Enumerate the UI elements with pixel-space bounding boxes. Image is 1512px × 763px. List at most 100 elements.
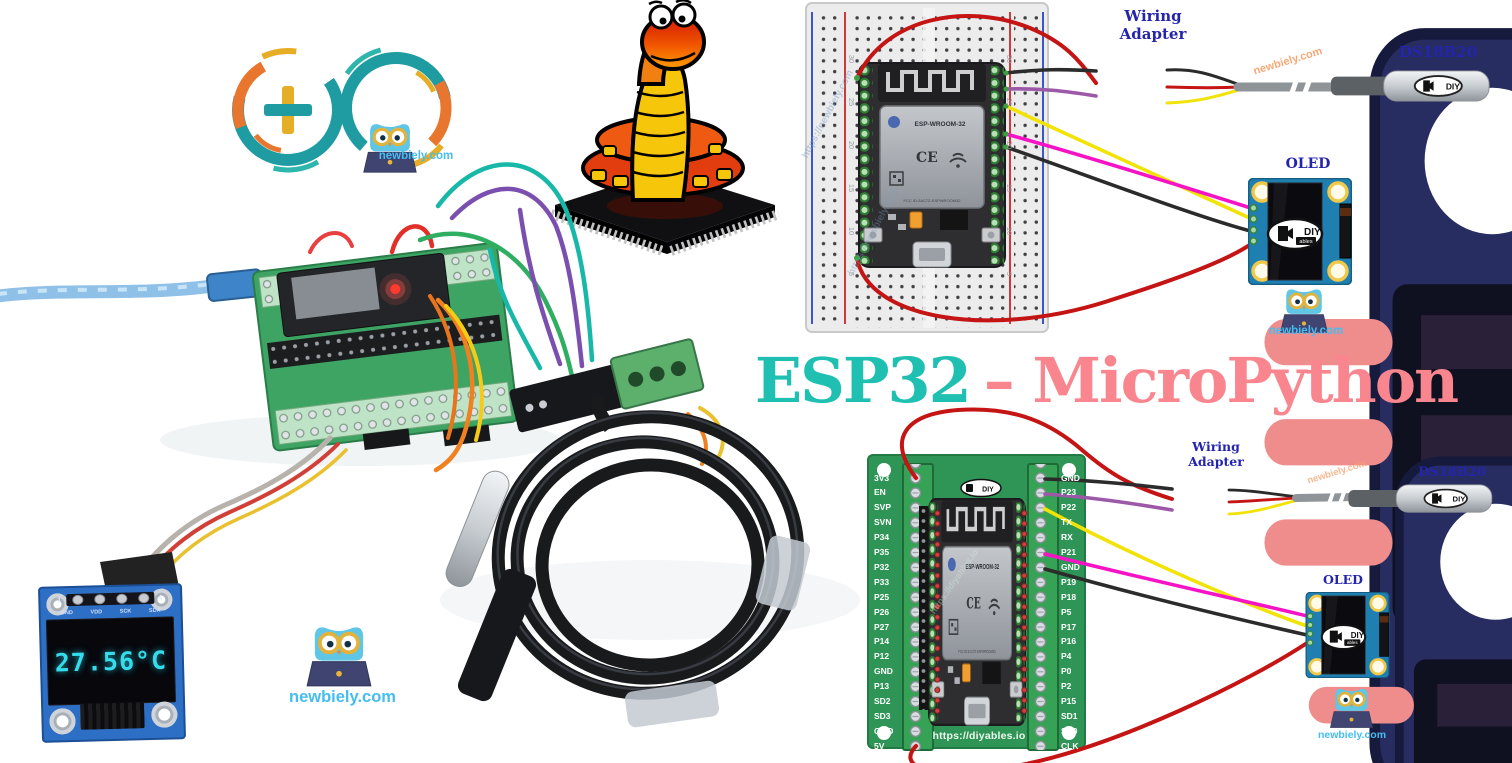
wire-black-oled-gnd [1004, 145, 1256, 234]
chip-pins [669, 209, 781, 256]
pin-label: GND [1061, 472, 1080, 483]
pin-label: EN [874, 487, 886, 498]
terminal-expansion-board-photo [251, 242, 519, 452]
breadboard-row-number: 25 [847, 97, 856, 107]
snake [581, 0, 745, 202]
breadboard-row-number: 15 [1005, 183, 1014, 193]
pin-label: P22 [1061, 502, 1077, 513]
photo-ds18b20-cable [440, 207, 860, 728]
esp32-on-breadboard [858, 62, 1006, 268]
pin-label: P35 [874, 547, 890, 558]
breadboard-row-number: 30 [847, 54, 856, 64]
pin-label: SD3 [874, 710, 891, 721]
sensor-adapter-photo [509, 338, 705, 433]
esp32-on-expansion-board [929, 499, 1026, 725]
owl-mascot-bottom [1329, 687, 1374, 729]
pin-label: P32 [874, 561, 890, 572]
wiring-adapter-title-bottom: Wiring Adapter [1188, 439, 1244, 469]
pin-label: P23 [1061, 487, 1077, 498]
pin-label: P21 [1061, 547, 1077, 558]
pin-label: GND [874, 666, 893, 677]
expansion-board: DIY [867, 454, 1086, 751]
oled-screen: 27.56°C [45, 616, 177, 706]
top-diagram-wires [854, 14, 1256, 323]
micropython-logo [549, 0, 781, 256]
pin-label: CLK [1061, 740, 1079, 751]
jumper-wires [137, 162, 595, 582]
pin-label: RX [1061, 532, 1073, 543]
breadboard-row-number: 5 [1005, 271, 1014, 277]
ds18b20-top [1330, 70, 1491, 102]
temperature-reading: 27.56°C [54, 645, 168, 677]
photo-esp32-usb-setup [0, 162, 595, 600]
breadboard-row-number: 10 [1005, 226, 1014, 236]
breadboard-row-number: 5 [847, 271, 856, 277]
breadboard-row-number: 10 [847, 226, 856, 236]
pin-label: P14 [874, 636, 890, 647]
pin-label: 3V3 [874, 472, 890, 483]
wire-red-oled-vcc [908, 641, 1309, 763]
pin-label: P18 [1061, 591, 1077, 602]
wiring-adapter-title-top: Wiring Adapter [1119, 7, 1187, 43]
oled-pin-header [66, 591, 155, 607]
bottom-diagram-wires [900, 407, 1309, 763]
pin-label: SVP [874, 502, 892, 513]
wire-black-gnd [1043, 477, 1174, 491]
wire-purple-dat [1004, 87, 1098, 98]
pin-label: SD1 [1061, 710, 1078, 721]
pin-label: SVN [874, 517, 892, 528]
oled-pin-label: SDA [148, 607, 161, 615]
sensor-cable-top [1165, 67, 1343, 107]
pin-label: 5V [874, 740, 885, 751]
tape-wrap [624, 680, 720, 728]
pin-label: GND [1061, 561, 1080, 572]
breadboard-row-number: 25 [1005, 97, 1014, 107]
pin-label: P0 [1061, 666, 1072, 677]
diyables-logo [960, 478, 1002, 498]
pin-label: P17 [1061, 621, 1077, 632]
wire-black-oled-gnd [1043, 567, 1309, 637]
wire-magenta-sda [1043, 552, 1309, 618]
newbiely-text-center: newbiely.com [289, 688, 396, 706]
wire-red-vcc [900, 407, 1174, 501]
newbiely-text-bottom-oled: newbiely.com [1317, 729, 1387, 741]
owl-mascot-logo [362, 122, 418, 174]
pin-label: P4 [1061, 651, 1072, 662]
pin-label: TX [1061, 517, 1072, 528]
pin-label: P5 [1061, 606, 1072, 617]
wire-yellow-scl [1043, 507, 1309, 628]
diyables-url-print: https://diyables.io [932, 730, 1026, 742]
pin-label: P25 [874, 591, 890, 602]
page-title: ESP32– MicroPython [700, 344, 1512, 417]
pin-label: P16 [1061, 636, 1077, 647]
pin-label: P15 [1061, 695, 1077, 706]
title-esp32: ESP32 [754, 344, 972, 417]
mount-hole [1062, 726, 1076, 740]
oled-flex-connector [80, 702, 145, 730]
mount-hole [877, 463, 891, 477]
wire-magenta-sda [1004, 132, 1256, 211]
wire-red-vcc [855, 14, 1098, 85]
pin-label: P33 [874, 576, 890, 587]
pin-label: CMD [874, 725, 894, 736]
breadboard-row-number: 20 [1005, 140, 1014, 150]
owl-mascot-center [307, 627, 371, 685]
pin-label: SD2 [874, 695, 891, 706]
plus-icon [264, 86, 312, 134]
pin-label: P13 [874, 681, 890, 692]
newbiely-text-top-oled: newbiely.com [1268, 325, 1344, 337]
oled-bottom [1304, 592, 1391, 678]
oled-pin-label: VDD [90, 609, 103, 616]
probe-photo [445, 470, 537, 702]
oled-pin-label: SCK [119, 608, 132, 615]
mount-hole [1062, 463, 1076, 477]
pin-label: P34 [874, 532, 890, 543]
pin-label: SD0 [1061, 725, 1078, 736]
